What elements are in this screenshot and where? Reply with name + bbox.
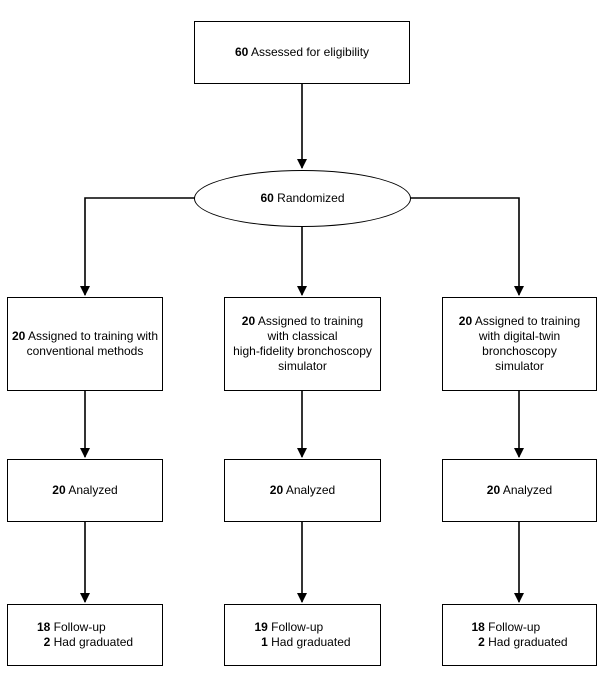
eligibility-text: Assessed for eligibility <box>250 45 370 59</box>
analyzed-box-digital-twin-simulator: 20 Analyzed <box>442 459 597 522</box>
assigned-line-1: 20 Assigned to training <box>233 314 372 329</box>
assigned-text: Assigned to training <box>474 314 581 328</box>
followup-box-classical-simulator: 19 Follow-up 1 Had graduated <box>224 604 381 666</box>
assigned-box-digital-twin-simulator: 20 Assigned to training with digital-twi… <box>442 297 597 391</box>
assigned-line-2: conventional methods <box>26 344 144 358</box>
assigned-line-1: 20 Assigned to training <box>459 314 580 329</box>
graduated-count: 2 <box>478 635 485 649</box>
assigned-line-1: 20 Assigned to training with <box>12 329 158 344</box>
followup-lines: 19 Follow-up 1 Had graduated <box>254 620 350 650</box>
followup-text: Follow-up <box>488 620 541 634</box>
analyzed-text: Analyzed <box>285 483 336 497</box>
graduated-line: 2 Had graduated <box>471 635 567 650</box>
analyzed-label: 20 Analyzed <box>52 483 117 498</box>
assigned-count: 20 <box>11 329 26 343</box>
analyzed-count: 20 <box>486 483 501 497</box>
graduated-line: 1 Had graduated <box>254 635 350 650</box>
assigned-lines: 20 Assigned to training with digital-twi… <box>459 314 580 374</box>
analyzed-label: 20 Analyzed <box>270 483 335 498</box>
assigned-line-3: high-fidelity bronchoscopy <box>233 344 372 358</box>
followup-lines: 18 Follow-up 2 Had graduated <box>37 620 133 650</box>
assigned-text: Assigned to training with <box>27 329 159 343</box>
assigned-box-conventional: 20 Assigned to training with conventiona… <box>7 297 163 391</box>
graduated-line: 2 Had graduated <box>37 635 133 650</box>
assigned-line-2: with classical <box>267 329 338 343</box>
graduated-text: Had graduated <box>271 635 351 649</box>
analyzed-text: Analyzed <box>68 483 118 497</box>
followup-line: 18 Follow-up <box>471 620 567 635</box>
graduated-count: 2 <box>43 635 51 649</box>
followup-line: 19 Follow-up <box>254 620 350 635</box>
arrow-randomized-to-arm-3 <box>410 197 524 296</box>
followup-line: 18 Follow-up <box>37 620 133 635</box>
followup-count: 18 <box>471 620 485 634</box>
analyzed-text: Analyzed <box>502 483 553 497</box>
eligibility-count: 60 <box>234 45 249 59</box>
randomized-text: Randomized <box>277 191 345 205</box>
analyzed-box-classical-simulator: 20 Analyzed <box>224 459 381 522</box>
assigned-count: 20 <box>241 314 256 328</box>
graduated-text: Had graduated <box>53 635 134 649</box>
analyzed-label: 20 Analyzed <box>487 483 552 498</box>
followup-lines: 18 Follow-up 2 Had graduated <box>471 620 567 650</box>
analyzed-count: 20 <box>269 483 284 497</box>
followup-box-digital-twin-simulator: 18 Follow-up 2 Had graduated <box>442 604 597 666</box>
randomized-count: 60 <box>260 191 274 205</box>
graduated-text: Had graduated <box>488 635 568 649</box>
eligibility-box: 60 Assessed for eligibility <box>194 21 410 84</box>
assigned-box-classical-simulator: 20 Assigned to training with classical h… <box>224 297 381 391</box>
assigned-text: Assigned to training <box>257 314 364 328</box>
assigned-line-2: with digital-twin <box>478 329 561 343</box>
followup-text: Follow-up <box>53 620 106 634</box>
analyzed-count: 20 <box>52 483 66 497</box>
followup-count: 19 <box>254 620 268 634</box>
assigned-line-4: simulator <box>495 359 544 373</box>
followup-text: Follow-up <box>271 620 324 634</box>
assigned-lines: 20 Assigned to training with conventiona… <box>12 329 158 359</box>
assigned-line-4: simulator <box>278 359 327 373</box>
followup-box-conventional: 18 Follow-up 2 Had graduated <box>7 604 163 666</box>
eligibility-label: 60 Assessed for eligibility <box>235 45 369 60</box>
followup-count: 18 <box>36 620 51 634</box>
randomized-ellipse: 60 Randomized <box>194 170 411 227</box>
graduated-count: 1 <box>261 635 268 649</box>
arrow-randomized-to-arm-1 <box>80 197 195 296</box>
assigned-count: 20 <box>458 314 473 328</box>
assigned-line-3: bronchoscopy <box>482 344 557 358</box>
assigned-lines: 20 Assigned to training with classical h… <box>233 314 372 374</box>
analyzed-box-conventional: 20 Analyzed <box>7 459 163 522</box>
randomized-label: 60 Randomized <box>260 191 344 206</box>
